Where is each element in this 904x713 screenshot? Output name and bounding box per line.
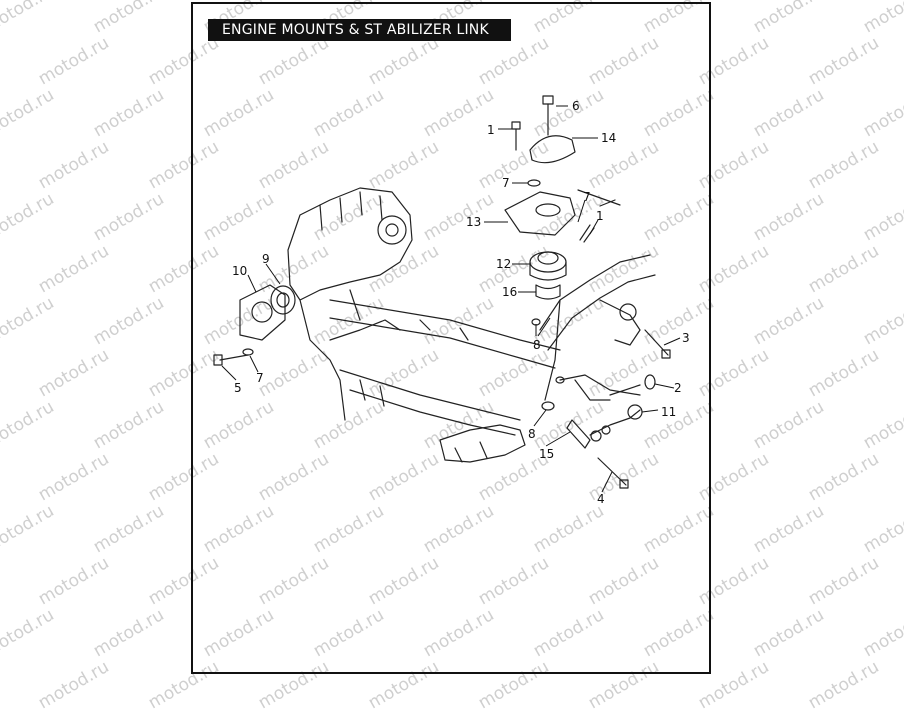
engine-crankcase bbox=[287, 187, 413, 421]
callout-6: 6 bbox=[572, 99, 580, 113]
front-mount-bolt bbox=[213, 348, 254, 366]
callout-7a: 7 bbox=[502, 176, 510, 190]
leader-lines bbox=[221, 105, 681, 493]
diagram-frame bbox=[191, 2, 711, 674]
callout-11: 11 bbox=[661, 405, 676, 419]
callout-7c: 7 bbox=[256, 371, 264, 385]
callout-8b: 8 bbox=[528, 427, 536, 441]
callout-15: 15 bbox=[539, 447, 554, 461]
callout-3: 3 bbox=[682, 331, 690, 345]
parts-drawing: 1 6 14 7 7 1 13 12 16 8 3 2 11 8 15 4 10… bbox=[213, 95, 690, 506]
frame-tubes bbox=[329, 254, 656, 463]
callout-4: 4 bbox=[597, 492, 605, 506]
callout-7b: 7 bbox=[583, 190, 591, 204]
stabilizer-link bbox=[541, 329, 671, 489]
callout-2: 2 bbox=[674, 381, 682, 395]
callout-12: 12 bbox=[496, 257, 511, 271]
callout-1a: 1 bbox=[487, 123, 495, 137]
callout-16: 16 bbox=[502, 285, 517, 299]
diagram-title: ENGINE MOUNTS & ST ABILIZER LINK bbox=[208, 19, 511, 41]
callout-8a: 8 bbox=[533, 338, 541, 352]
callout-5: 5 bbox=[234, 381, 242, 395]
top-mount-stack bbox=[504, 95, 621, 326]
callout-labels: 1 6 14 7 7 1 13 12 16 8 3 2 11 8 15 4 10… bbox=[232, 99, 690, 506]
callout-13: 13 bbox=[466, 215, 481, 229]
callout-14: 14 bbox=[601, 131, 616, 145]
callout-1b: 1 bbox=[596, 209, 604, 223]
front-mount-plate bbox=[239, 284, 296, 341]
callout-9: 9 bbox=[262, 252, 270, 266]
callout-10: 10 bbox=[232, 264, 247, 278]
